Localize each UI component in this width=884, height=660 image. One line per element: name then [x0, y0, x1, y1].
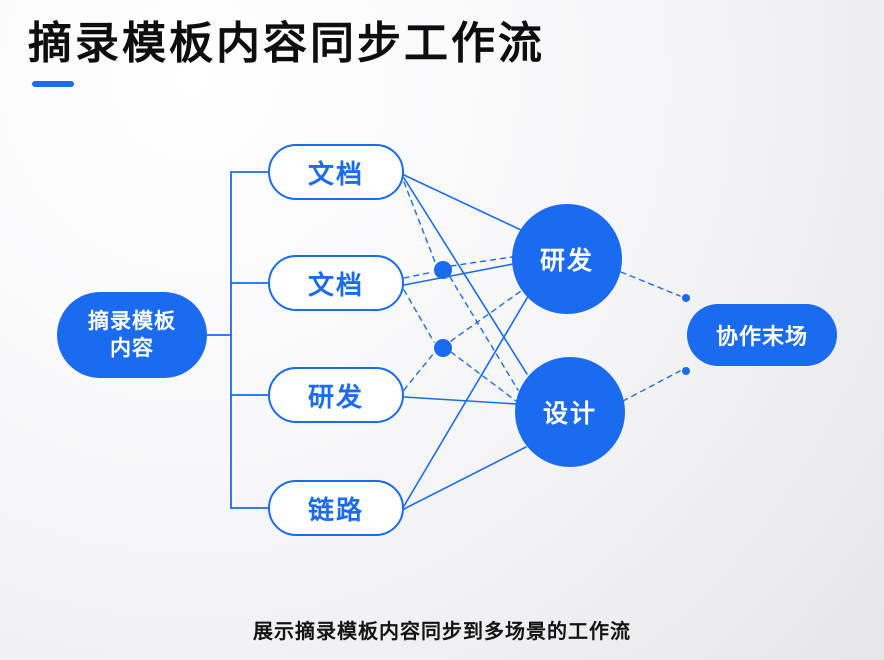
caption: 展示摘录模板内容同步到多场景的工作流 — [253, 621, 631, 643]
waypoint-dot-right-lower — [682, 367, 690, 375]
solid-links — [403, 174, 531, 510]
header: 摘录模板内容同步工作流 — [28, 18, 545, 87]
node-input-dev: 研发 — [268, 367, 404, 423]
page-title: 摘录模板内容同步工作流 — [28, 19, 545, 68]
node-target-collaboration: 协作末场 — [687, 304, 837, 366]
title-accent-bar — [32, 80, 74, 87]
node-input-document-1: 文档 — [268, 144, 404, 200]
waypoint-dot-right-upper — [682, 294, 690, 302]
node-input-document-2: 文档 — [268, 255, 404, 311]
waypoint-dot-lower — [434, 339, 452, 357]
waypoint-dot-upper — [434, 261, 452, 279]
node-process-dev: 研发 — [512, 204, 622, 314]
node-process-design: 设计 — [515, 357, 625, 467]
node-source-template-content: 摘录模板 内容 — [57, 292, 207, 378]
node-input-link: 链路 — [268, 480, 404, 536]
